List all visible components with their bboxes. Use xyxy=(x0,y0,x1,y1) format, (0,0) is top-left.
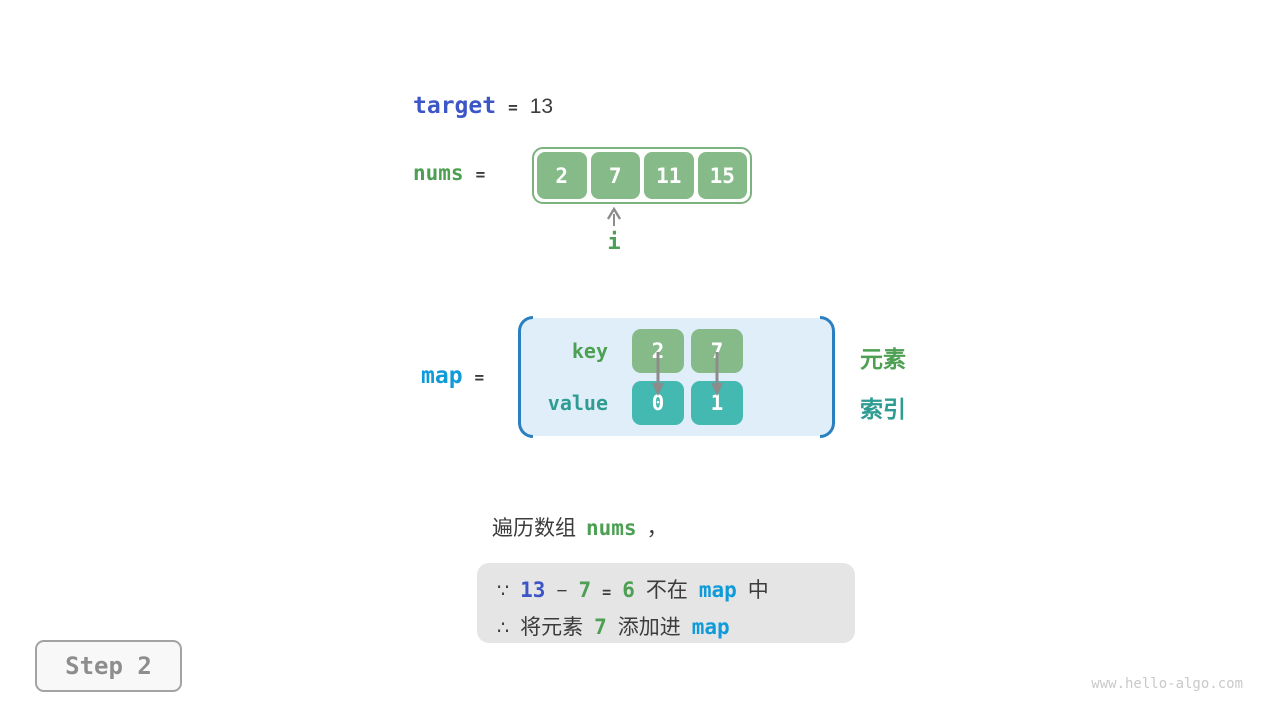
add-prefix-text: 将元素 xyxy=(520,616,584,639)
add-action-text: 添加进 xyxy=(617,616,681,639)
reasoning-line-because: ∵ 13 − 7 = 6 不在 map 中 xyxy=(497,574,835,604)
watermark: www.hello-algo.com xyxy=(1091,676,1243,692)
target-equals: = xyxy=(508,98,518,117)
array-cell: 11 xyxy=(644,152,694,199)
map-token: map xyxy=(691,615,730,639)
nums-keyword: nums xyxy=(413,161,464,185)
array-cell: 2 xyxy=(537,152,587,199)
target-line: target = 13 xyxy=(413,93,553,119)
element-token: 7 xyxy=(578,578,592,602)
map-label: map = xyxy=(421,363,496,389)
nums-label: nums = xyxy=(413,161,497,185)
result-token: 6 xyxy=(622,578,635,602)
element-side-label: 元素 xyxy=(860,346,906,372)
minus-operator: − xyxy=(556,581,568,602)
array-cell: 7 xyxy=(590,152,640,199)
note-nums-code: nums xyxy=(586,516,637,540)
map-key-cell: 7 xyxy=(691,329,743,373)
in-suffix-text: 中 xyxy=(747,579,769,602)
array-cell: 15 xyxy=(697,152,747,199)
map-container: key 2 7 value 0 1 xyxy=(520,318,833,436)
because-symbol: ∵ xyxy=(497,581,510,602)
note-prefix: 遍历数组 xyxy=(492,517,576,540)
reasoning-box: ∵ 13 − 7 = 6 不在 map 中 ∴ 将元素 7 添加进 map xyxy=(477,563,855,643)
target-token: 13 xyxy=(520,578,546,602)
traverse-note-line: 遍历数组 nums ， xyxy=(492,512,668,542)
index-side-label: 索引 xyxy=(860,396,906,422)
not-in-text: 不在 xyxy=(645,579,688,602)
nums-equals: = xyxy=(475,165,486,184)
therefore-symbol: ∴ xyxy=(497,618,510,639)
element-token: 7 xyxy=(594,615,607,639)
target-keyword: target xyxy=(413,93,497,119)
index-pointer-icon xyxy=(606,207,622,226)
step-badge: Step 2 xyxy=(35,640,182,692)
target-value: 13 xyxy=(529,95,554,118)
map-token: map xyxy=(698,578,737,602)
index-pointer-label: i xyxy=(607,230,621,255)
map-keyword: map xyxy=(421,363,463,389)
map-equals: = xyxy=(474,368,485,387)
map-value-row-label: value xyxy=(547,391,608,415)
note-comma: ， xyxy=(646,517,668,540)
map-key-row: key 2 7 xyxy=(520,329,823,373)
equals-operator: = xyxy=(602,583,612,601)
nums-array: 2 7 11 15 xyxy=(532,147,752,204)
map-value-row: value 0 1 xyxy=(520,381,823,425)
down-arrow-icon xyxy=(711,352,723,396)
reasoning-line-therefore: ∴ 将元素 7 添加进 map xyxy=(497,611,835,641)
map-key-row-label: key xyxy=(571,339,608,363)
map-key-cell: 2 xyxy=(632,329,684,373)
down-arrow-icon xyxy=(652,352,664,396)
